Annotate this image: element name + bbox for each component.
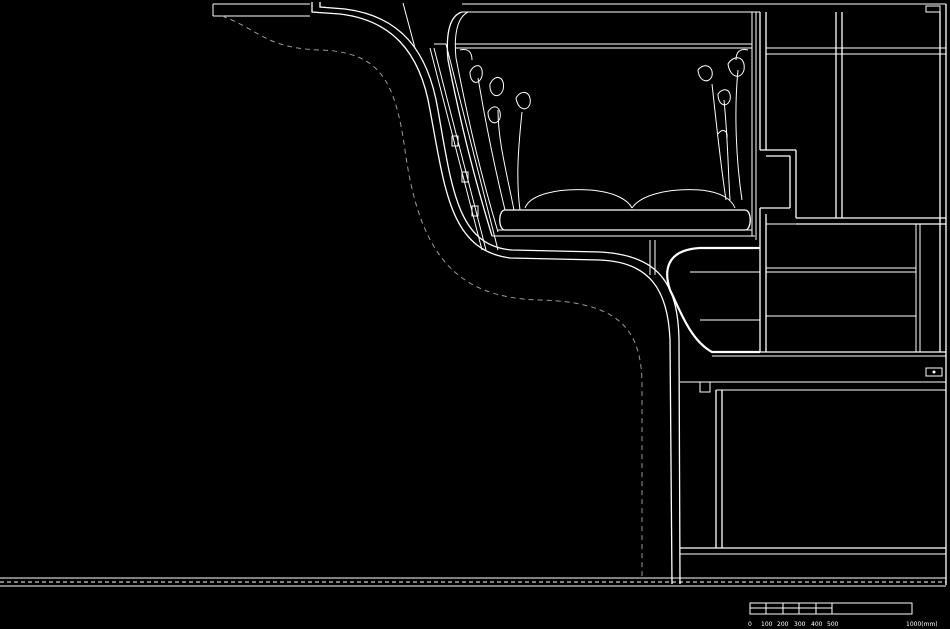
scale-label-400: 400 (811, 621, 823, 628)
ceiling-lines (212, 2, 946, 49)
floor-lines (0, 577, 946, 587)
scale-label-100: 100 (761, 621, 773, 628)
curved-storage-wall (649, 240, 760, 354)
scale-bar: 0 100 200 300 400 500 1000(mm) (748, 602, 938, 628)
scale-label-200: 200 (777, 621, 789, 628)
scale-label-end: 1000(mm) (906, 621, 938, 628)
scale-label-300: 300 (794, 621, 806, 628)
dashed-contour-line (221, 15, 643, 578)
scale-label-0: 0 (748, 621, 752, 628)
right-walls (712, 4, 947, 585)
bed-alcove (429, 11, 757, 251)
curved-wall (311, 2, 681, 585)
scale-label-500: 500 (827, 621, 839, 628)
lower-room (680, 381, 946, 555)
